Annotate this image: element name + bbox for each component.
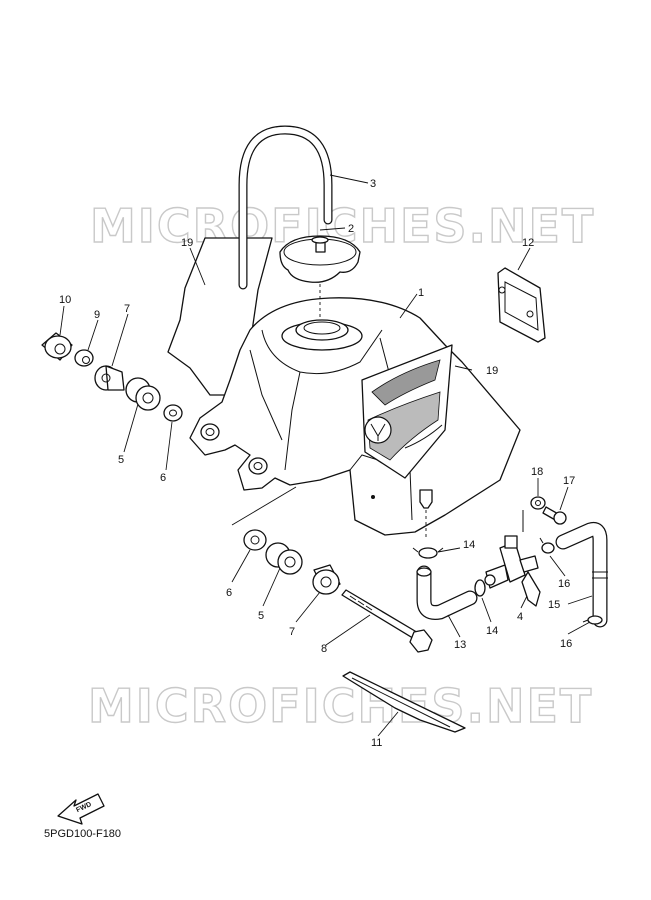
callout-13: 13 — [454, 639, 466, 651]
part-6-washer-top — [163, 404, 183, 422]
callout-6-bottom: 6 — [226, 587, 232, 599]
part-17-screw — [542, 506, 567, 525]
callout-4: 4 — [517, 611, 523, 623]
callout-6-top: 6 — [160, 472, 166, 484]
callout-8: 8 — [321, 643, 327, 655]
part-3-breather-hose — [238, 125, 333, 290]
callout-1: 1 — [418, 287, 424, 299]
part-8-bolt — [341, 589, 433, 653]
part-15-hose — [555, 522, 608, 628]
callout-9: 9 — [94, 309, 100, 321]
part-4-fuel-cock — [484, 510, 541, 607]
drain-fitting — [419, 489, 433, 540]
part-14-clamp-upper — [412, 547, 444, 559]
part-16-clamp-upper — [539, 537, 555, 554]
callout-5-top: 5 — [118, 454, 124, 466]
callout-18: 18 — [531, 466, 543, 478]
part-9-nut — [74, 349, 94, 367]
callout-12: 12 — [522, 237, 534, 249]
callout-16-lower: 16 — [560, 638, 572, 650]
callout-5-bottom: 5 — [258, 610, 264, 622]
watermark-bottom: MICROFICHES.NET — [88, 679, 593, 733]
diagram-code: 5PGD100-F180 — [44, 828, 122, 840]
part-11-rubber-strip — [342, 671, 466, 733]
callout-3: 3 — [370, 178, 376, 190]
callout-15: 15 — [548, 599, 560, 611]
callout-17: 17 — [563, 475, 575, 487]
callout-14-lower: 14 — [486, 625, 498, 637]
callout-2: 2 — [348, 223, 354, 235]
part-5-damper-top — [125, 377, 161, 411]
part-7-collar-top — [94, 365, 125, 391]
callout-19-right: 19 — [486, 365, 498, 377]
part-13-hose — [416, 565, 478, 620]
callout-10: 10 — [59, 294, 71, 306]
callout-16-upper: 16 — [558, 578, 570, 590]
callout-7-top: 7 — [124, 303, 130, 315]
part-18-washer — [530, 496, 546, 510]
part-2-fuel-cap — [279, 235, 361, 283]
callout-7-bottom: 7 — [289, 626, 295, 638]
part-14-clamp-lower — [474, 579, 486, 597]
part-19-decal-right — [361, 344, 453, 479]
part-12-bracket — [497, 267, 546, 343]
part-6-washer-bottom — [243, 529, 267, 551]
part-10-rubber-cap — [41, 332, 73, 361]
callout-19-left: 19 — [181, 237, 193, 249]
part-16-clamp-lower — [582, 615, 603, 625]
leader-lines — [59, 174, 593, 737]
part-5-damper-bottom — [265, 542, 303, 575]
part-7-collar-bottom — [312, 564, 341, 595]
callout-14-upper: 14 — [463, 539, 475, 551]
callout-11: 11 — [371, 737, 382, 749]
fwd-arrow-icon: FWD — [57, 793, 105, 825]
